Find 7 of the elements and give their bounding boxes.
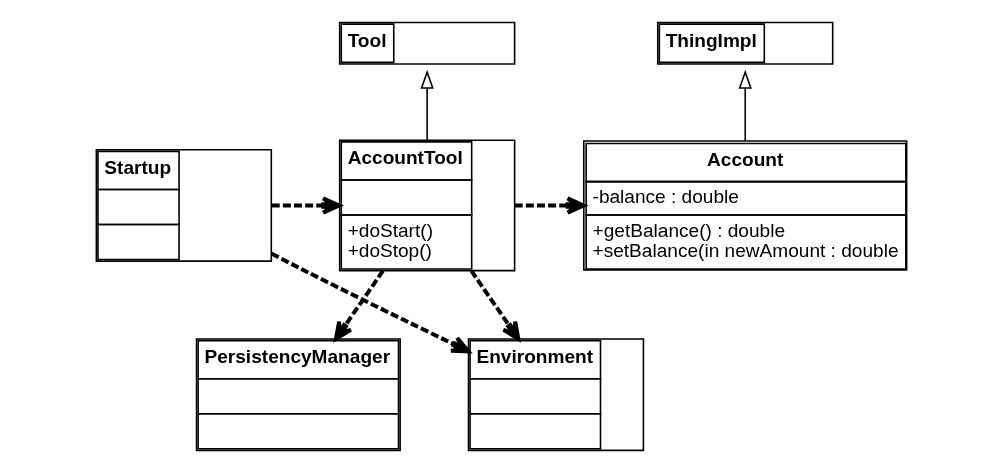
arrow <box>738 69 752 142</box>
arrow <box>469 269 520 341</box>
arrow <box>333 269 385 341</box>
arrow <box>271 196 341 215</box>
arrow <box>270 251 470 354</box>
arrow <box>419 69 434 141</box>
arrow <box>514 196 586 215</box>
